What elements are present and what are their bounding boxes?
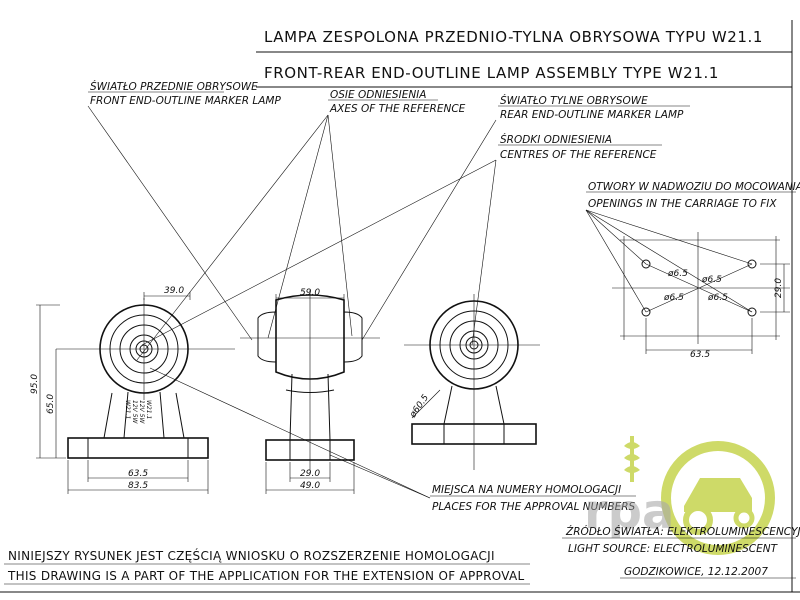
openings-label-pl: OTWORY W NADWOZIU DO MOCOWANIA (588, 181, 800, 193)
homologation-label-en: PLACES FOR THE APPROVAL NUMBERS (432, 501, 636, 513)
dim-63-5-hole: 63.5 (690, 350, 710, 360)
dim-39: 39.0 (164, 286, 184, 296)
front-lamp-label-pl: ŚWIATŁO PRZEDNIE OBRYSOWE (90, 80, 258, 93)
middle-view-dimensions: 59.0 29.0 49.0 (265, 288, 355, 494)
light-source-pl: ŹRÓDŁO ŚWIATŁA: ELEKTROLUMINESCENCYJNE (565, 525, 800, 538)
logo-watermark: rpa (584, 436, 775, 555)
hole-dia-2: ø6.5 (701, 275, 722, 285)
centres-label-en: CENTRES OF THE REFERENCE (500, 149, 657, 161)
axes-label-pl: OSIE ODNIESIENIA (330, 89, 426, 101)
left-view: W21.1 12V 5W 12V 5W W21.1 (56, 298, 235, 459)
left-view-dimensions: 39.0 95.0 65.0 63.5 83.5 (30, 286, 209, 494)
rear-lamp-label-en: REAR END-OUTLINE MARKER LAMP (500, 109, 684, 121)
marking-line-1: W21.1 (124, 400, 131, 419)
front-lamp-label-en: FRONT END-OUTLINE MARKER LAMP (90, 95, 281, 107)
marking-line-3: 12V 5W (138, 400, 145, 424)
place-date: GODZIKOWICE, 12.12.2007 (624, 566, 768, 578)
footer-en: THIS DRAWING IS A PART OF THE APPLICATIO… (7, 569, 525, 583)
homologation-label-pl: MIEJSCA NA NUMERY HOMOLOGACJI (432, 484, 621, 496)
hole-dia-4: ø6.5 (707, 293, 728, 303)
right-view: ø60.5 (404, 294, 540, 470)
light-source-en: LIGHT SOURCE: ELECTROLUMINESCENT (568, 543, 779, 555)
mounting-holes-detail: ø6.5 ø6.5 ø6.5 ø6.5 29.0 63.5 (612, 232, 790, 360)
dim-95: 95.0 (30, 374, 40, 394)
footer-pl: NINIEJSZY RYSUNEK JEST CZĘŚCIĄ WNIOSKU O… (8, 548, 495, 563)
dim-63-5-left: 63.5 (128, 469, 148, 479)
dim-diameter-60-5: ø60.5 (408, 393, 432, 421)
openings-label-en: OPENINGS IN THE CARRIAGE TO FIX (588, 198, 777, 210)
title-english: FRONT-REAR END-OUTLINE LAMP ASSEMBLY TYP… (264, 64, 719, 82)
title-polish: LAMPA ZESPOLONA PRZEDNIO-TYLNA OBRYSOWA … (264, 28, 763, 46)
svg-text:rpa: rpa (584, 484, 674, 540)
hole-dia-3: ø6.5 (663, 293, 684, 303)
middle-view (240, 290, 380, 470)
marking-line-4: W21.1 (145, 400, 152, 419)
dim-49: 49.0 (300, 481, 320, 491)
dim-83-5: 83.5 (128, 481, 148, 491)
leader-lines (87, 105, 753, 499)
dim-29-hole: 29.0 (774, 278, 784, 298)
axes-label-en: AXES OF THE REFERENCE (329, 103, 466, 115)
dim-65: 65.0 (46, 394, 56, 414)
centres-label-pl: ŚRODKI ODNIESIENIA (500, 133, 612, 146)
dim-29-front: 29.0 (300, 469, 320, 479)
hole-dia-1: ø6.5 (667, 269, 688, 279)
marking-line-2: 12V 5W (131, 400, 138, 424)
rear-lamp-label-pl: ŚWIATŁO TYLNE OBRYSOWE (500, 94, 648, 107)
dim-59: 59.0 (300, 288, 320, 298)
